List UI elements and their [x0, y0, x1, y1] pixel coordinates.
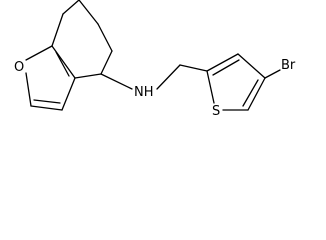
- bond-c2thio-c3thio-double: [212, 59, 240, 76]
- bond-c5-c6: [97, 23, 113, 52]
- bond-c4thio-c5thio: [247, 77, 266, 111]
- furan-ring: [25, 45, 76, 111]
- atom-label-sulfur: S: [212, 104, 220, 119]
- bond-n-ch2: [156, 64, 181, 90]
- bond-c4thio-br: [264, 69, 281, 79]
- bond-c3thio-c4thio: [237, 53, 266, 79]
- bond-c2-c3: [30, 105, 63, 111]
- bond-c7-top: [62, 0, 80, 15]
- atom-label-oxygen: O: [14, 60, 24, 75]
- amine-linker: [100, 64, 208, 90]
- molecule-structure: O NH S Br: [14, 0, 296, 119]
- bond-c4-n: [100, 73, 133, 90]
- bond-c2thio-c3thio: [206, 53, 239, 72]
- atom-label-amine: NH: [134, 85, 154, 100]
- bond-c4thio-c5thio-double: [242, 79, 259, 107]
- bond-c3a-c7a-double: [55, 51, 70, 77]
- bond-s-c2thio: [206, 70, 215, 104]
- bond-c3-c3a: [61, 77, 76, 111]
- thiophene-ring: [206, 53, 281, 111]
- bond-c2-c3-double: [33, 99, 61, 104]
- bond-ch2-c2thio: [179, 64, 208, 72]
- bond-c3a-c4: [74, 73, 102, 79]
- bond-c4-c5: [78, 0, 99, 25]
- cyclohexene-ring: [51, 0, 113, 79]
- bond-c6-c7: [100, 50, 113, 75]
- atom-label-bromine: Br: [281, 58, 296, 73]
- bond-c7a-o: [25, 45, 53, 61]
- bond-o-c2: [25, 72, 32, 107]
- bond-c7-c7a: [51, 13, 64, 47]
- bond-c7a-c3a: [51, 45, 76, 79]
